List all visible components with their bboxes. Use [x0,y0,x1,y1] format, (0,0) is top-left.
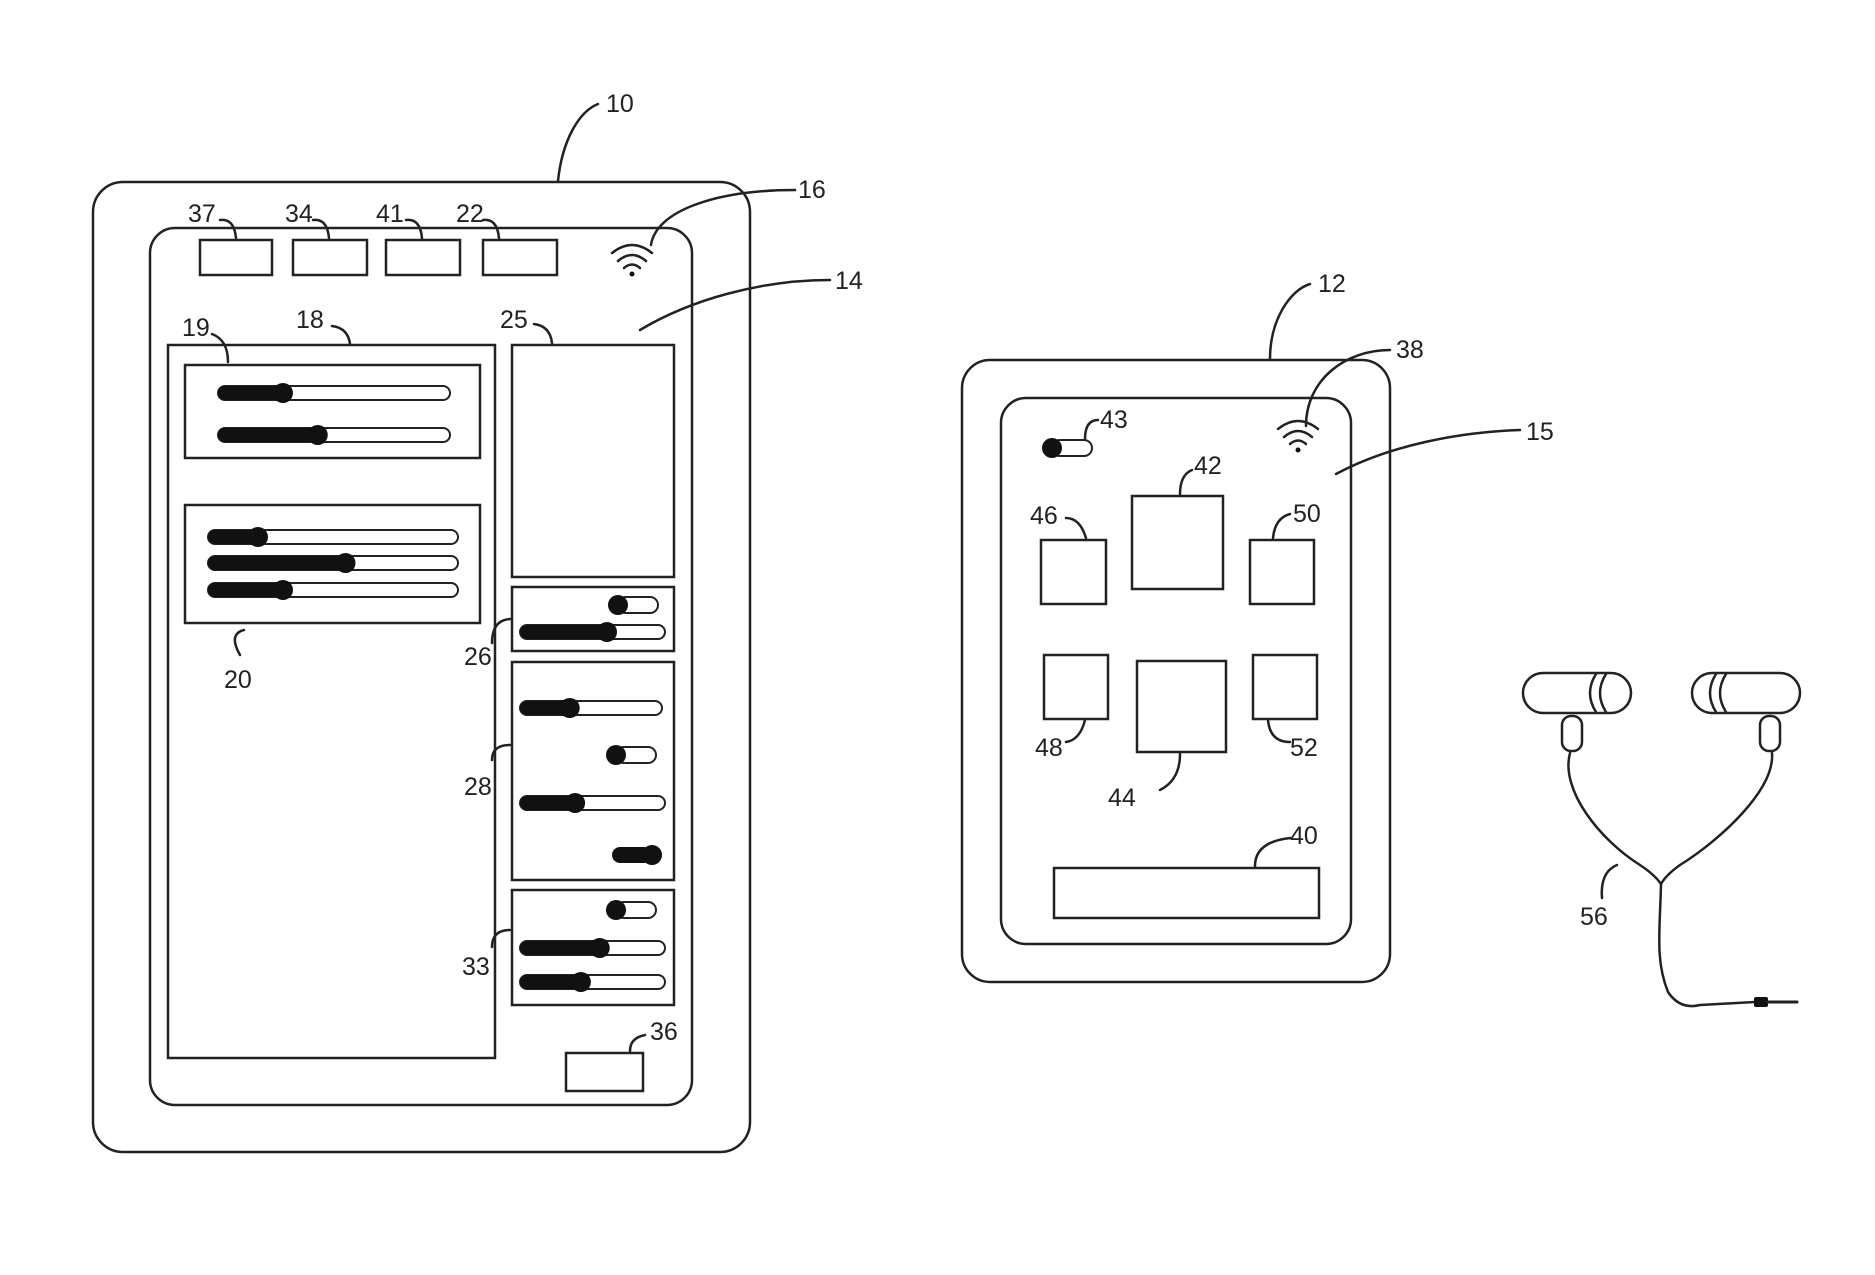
slider[interactable] [208,553,458,573]
earphones [1523,673,1800,1007]
slider-knob [248,527,268,547]
phone-tile-50[interactable] [1250,540,1314,604]
slider[interactable] [520,622,665,642]
ref-label-33: 33 [462,953,490,981]
slider-knob [560,698,580,718]
ref-label-20: 20 [224,666,252,694]
phone-tile-46[interactable] [1041,540,1106,604]
ref-label-18: 18 [296,306,324,334]
ref-label-10: 10 [606,90,634,118]
toggle-switch[interactable] [608,595,658,615]
ref-label-40: 40 [1290,822,1318,850]
slider[interactable] [520,793,665,813]
ref-label-42: 42 [1194,452,1222,480]
slider-knob [565,793,585,813]
slider-knob [597,622,617,642]
ref-label-22: 22 [456,200,484,228]
ref-label-48: 48 [1035,734,1063,762]
ref-label-38: 38 [1396,336,1424,364]
ref-label-43: 43 [1100,406,1128,434]
slider[interactable] [520,938,665,958]
ref-label-37: 37 [188,200,216,228]
ref-label-34: 34 [285,200,313,228]
slider[interactable] [218,425,450,445]
ref-label-12: 12 [1318,270,1346,298]
button-41[interactable] [386,240,460,275]
earbud-right [1692,673,1800,751]
ref-label-46: 46 [1030,502,1058,530]
button-34[interactable] [293,240,367,275]
ref-label-52: 52 [1290,734,1318,762]
phone-device [962,360,1390,982]
ref-label-36: 36 [650,1018,678,1046]
button-37[interactable] [200,240,272,275]
side-display [512,345,674,577]
phone-tile-52[interactable] [1253,655,1317,719]
ref-label-50: 50 [1293,500,1321,528]
phone-bar[interactable] [1054,868,1319,918]
earbud-left [1523,673,1631,751]
phone-tile-42[interactable] [1132,496,1223,589]
toggle-switch[interactable] [606,900,656,920]
toggle-switch[interactable] [1042,438,1092,458]
toggle-switch[interactable] [606,745,656,765]
slider-group-top [185,365,480,458]
ref-label-15: 15 [1526,418,1554,446]
ref-label-25: 25 [500,306,528,334]
ref-label-19: 19 [182,314,210,342]
ref-label-26: 26 [464,643,492,671]
ref-label-16: 16 [798,176,826,204]
slider[interactable] [208,580,458,600]
slider[interactable] [208,527,458,547]
slider-knob [273,580,293,600]
ref-label-56: 56 [1580,903,1608,931]
phone-tile-44[interactable] [1137,661,1226,752]
ref-label-44: 44 [1108,784,1136,812]
slider-knob [336,553,356,573]
ref-label-41: 41 [376,200,404,228]
phone-toggle[interactable] [1042,438,1092,458]
slider[interactable] [520,698,662,718]
ref-label-28: 28 [464,773,492,801]
slider-group-mid-sliders [208,527,458,600]
slider-knob [308,425,328,445]
slider-knob [590,938,610,958]
slider[interactable] [218,383,450,403]
button-36[interactable] [566,1053,643,1091]
ref-label-14: 14 [835,267,863,295]
slider[interactable] [520,972,665,992]
slider-knob [571,972,591,992]
slider-knob [273,383,293,403]
toggle-switch[interactable] [612,845,662,865]
button-22[interactable] [483,240,557,275]
phone-tile-48[interactable] [1044,655,1108,719]
